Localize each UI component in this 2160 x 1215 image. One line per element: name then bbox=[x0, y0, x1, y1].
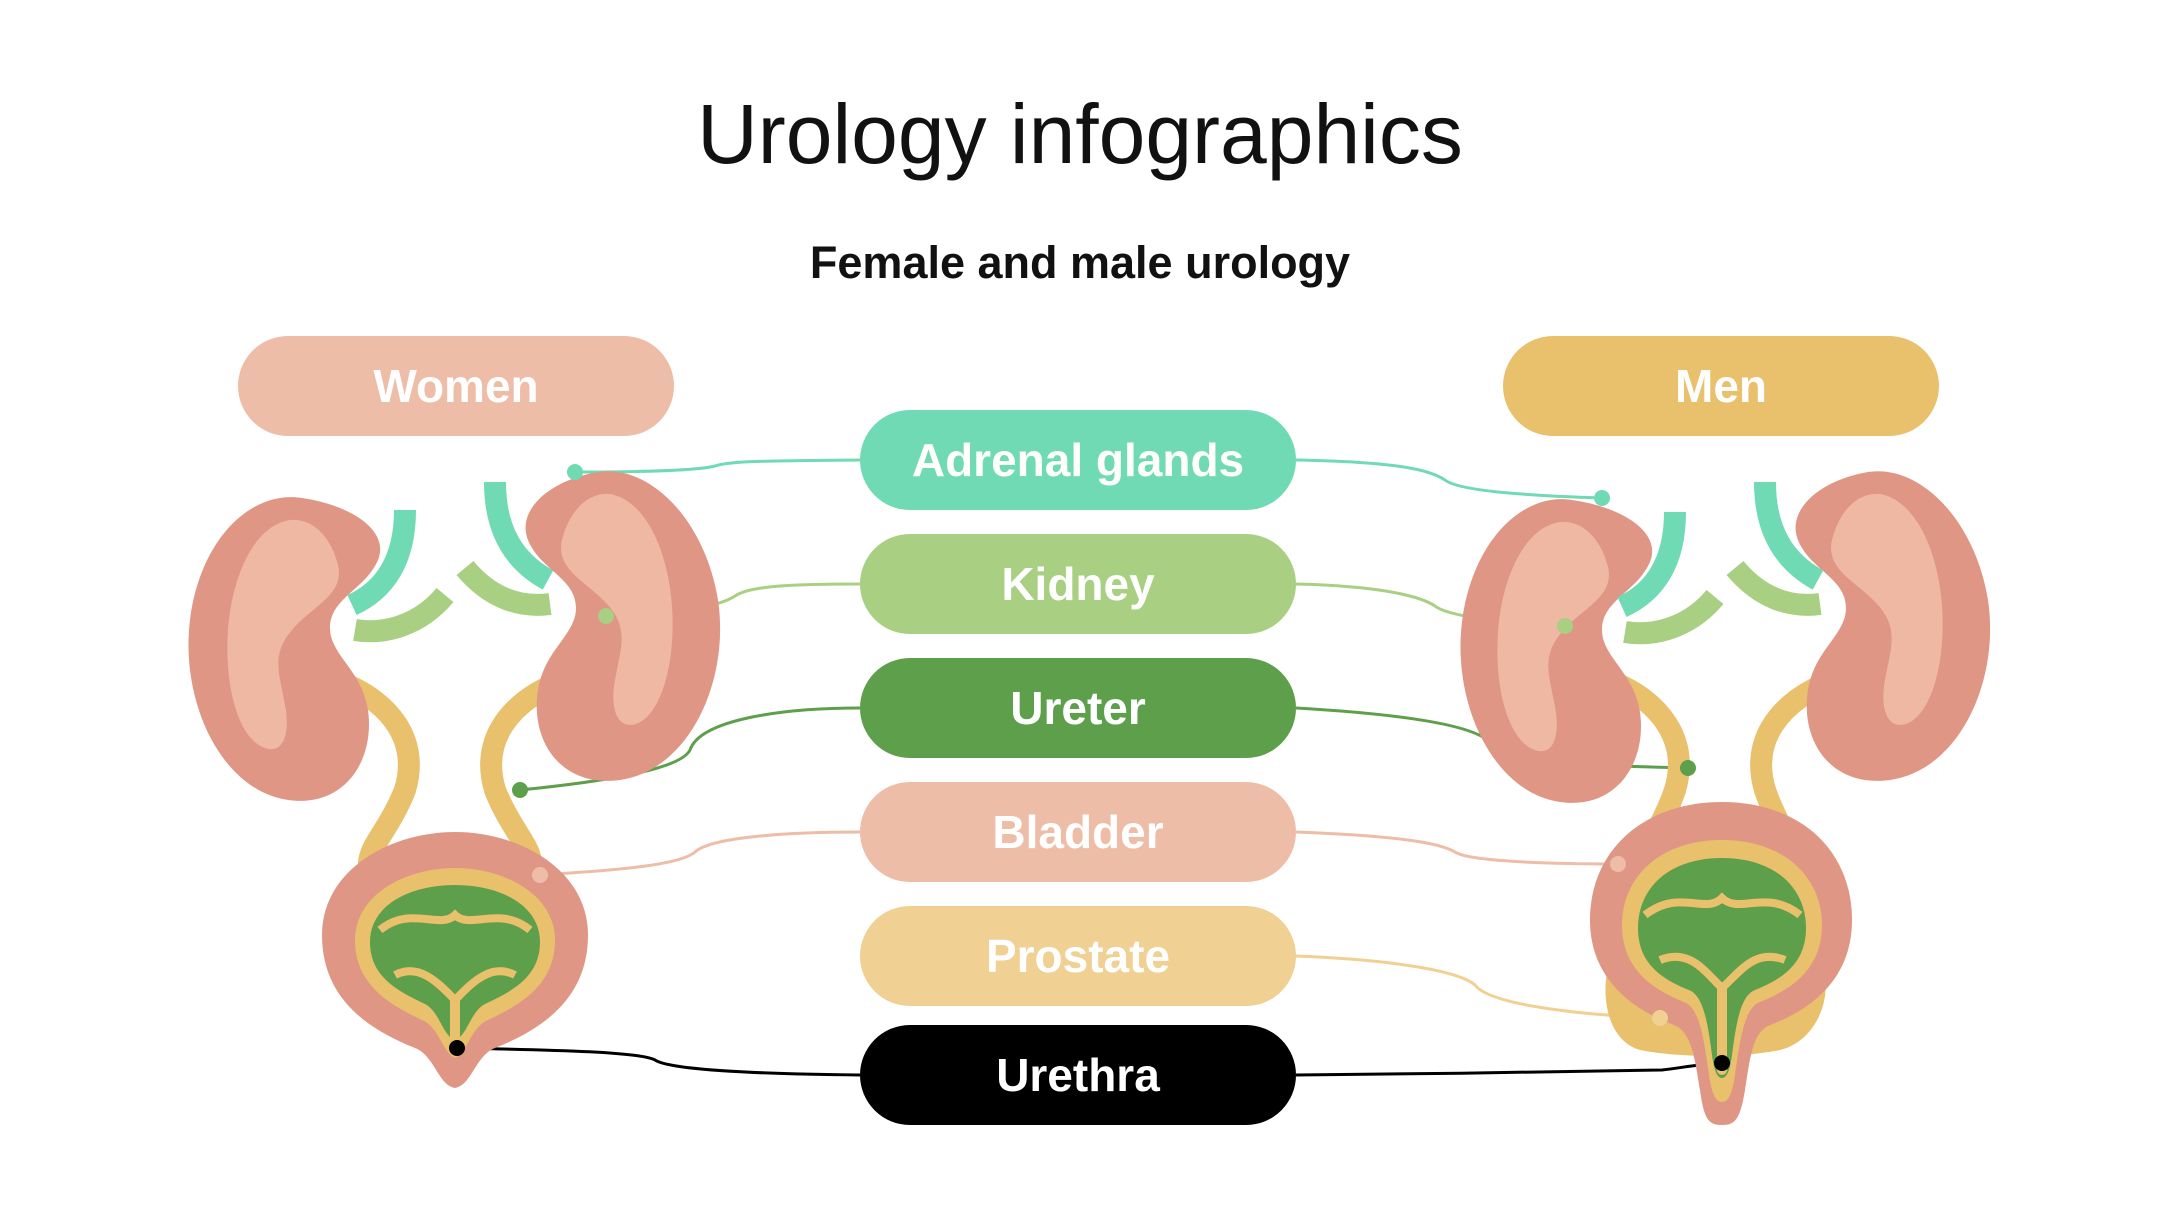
women-ureter-left bbox=[324, 669, 420, 891]
men-header: Men bbox=[1503, 336, 1939, 436]
dot-urethra-women bbox=[449, 1040, 465, 1056]
women-vessel-right bbox=[456, 560, 552, 616]
men-kidney-right bbox=[1795, 471, 1991, 781]
dot-prostate-men bbox=[1652, 1010, 1668, 1026]
dot-bladder-women bbox=[532, 867, 548, 883]
connector-prostate-men bbox=[1295, 954, 1661, 1020]
dot-kidney-men bbox=[1557, 618, 1573, 634]
dot-kidney-women bbox=[598, 608, 614, 624]
connector-urethra-men bbox=[1295, 1061, 1723, 1077]
dot-adrenal-men bbox=[1594, 490, 1610, 506]
women-vessel-left bbox=[353, 587, 454, 643]
women-bladder bbox=[322, 832, 588, 1088]
connector-urethra-women bbox=[456, 1046, 861, 1077]
connector-ureter-women bbox=[519, 706, 861, 792]
page-title: Urology infographics bbox=[697, 87, 1463, 181]
dot-adrenal-women bbox=[567, 464, 583, 480]
label-ureter-text: Ureter bbox=[1010, 682, 1146, 734]
label-urethra-text: Urethra bbox=[996, 1049, 1160, 1101]
men-adrenal-left bbox=[1617, 511, 1686, 618]
men-bladder bbox=[1590, 802, 1852, 1125]
women-adrenal-left bbox=[347, 509, 416, 616]
label-bladder-text: Bladder bbox=[992, 806, 1164, 858]
men-vessel-right bbox=[1726, 560, 1822, 616]
men-kidney-left bbox=[1460, 499, 1653, 803]
women-header-label: Women bbox=[373, 360, 539, 412]
label-kidney-text: Kidney bbox=[1001, 558, 1155, 610]
label-adrenal-glands-text: Adrenal glands bbox=[911, 434, 1245, 486]
label-bladder: Bladder bbox=[860, 782, 1296, 882]
label-ureter: Ureter bbox=[860, 658, 1296, 758]
men-vessel-left bbox=[1623, 589, 1724, 645]
label-prostate-text: Prostate bbox=[985, 930, 1171, 982]
women-adrenal-right bbox=[484, 481, 554, 590]
label-adrenal-glands: Adrenal glands bbox=[860, 410, 1296, 510]
connector-bladder-women bbox=[539, 830, 861, 877]
dot-urethra-men bbox=[1714, 1055, 1730, 1071]
men-adrenal-right bbox=[1754, 481, 1824, 590]
connector-adrenal-men bbox=[1295, 458, 1603, 500]
men-anatomy bbox=[1460, 471, 1991, 1125]
label-prostate: Prostate bbox=[860, 906, 1296, 1006]
women-anatomy bbox=[188, 471, 721, 1088]
dot-ureter-men bbox=[1680, 760, 1696, 776]
dot-bladder-men bbox=[1610, 856, 1626, 872]
label-kidney: Kidney bbox=[860, 534, 1296, 634]
label-urethra: Urethra bbox=[860, 1025, 1296, 1125]
women-kidney-right bbox=[525, 471, 721, 781]
women-kidney-left bbox=[188, 497, 381, 801]
men-header-label: Men bbox=[1675, 360, 1767, 412]
connector-adrenal-women bbox=[574, 458, 861, 474]
connector-bladder-men bbox=[1295, 830, 1619, 866]
page-subtitle: Female and male urology bbox=[809, 237, 1351, 288]
dot-ureter-women bbox=[512, 782, 528, 798]
women-header: Women bbox=[238, 336, 674, 436]
